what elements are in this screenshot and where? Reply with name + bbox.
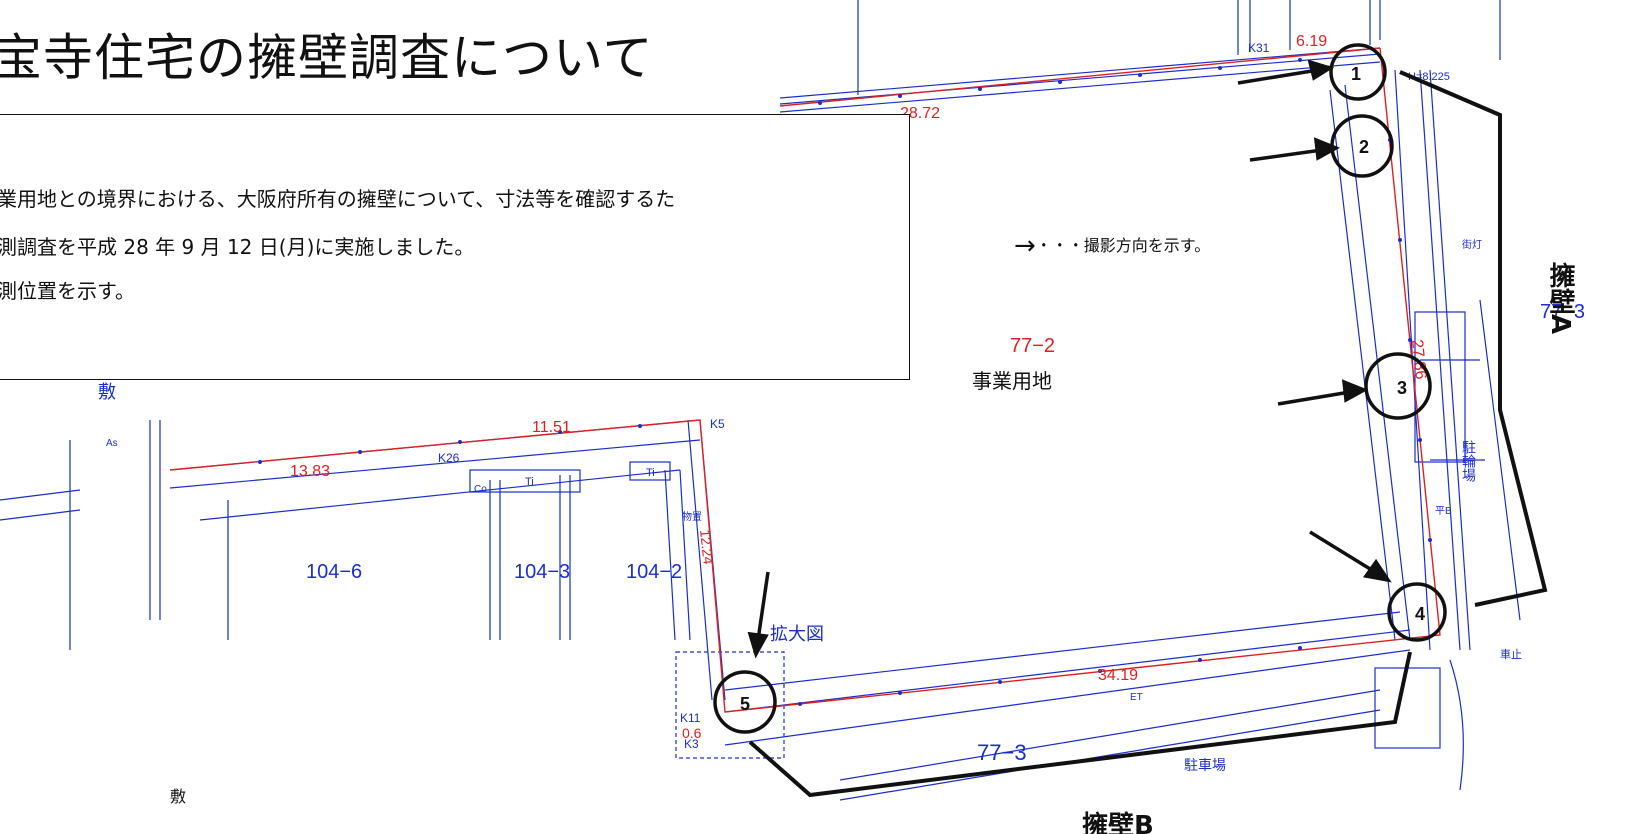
point-k5: K5: [710, 417, 725, 431]
dim-6-19: 6.19: [1296, 33, 1327, 50]
page-title: 宝寺住宅の擁壁調査について: [0, 29, 654, 87]
lot-label-right: 77−3: [1540, 301, 1585, 323]
legend: →・・・撮影方向を示す。: [1014, 231, 1210, 261]
marker-1: [1329, 43, 1387, 101]
info-box: 業用地との境界における、大阪府所有の擁壁について、寸法等を確認するた 測調査を平…: [0, 114, 910, 380]
lot-label-main: 77−2: [1010, 335, 1055, 357]
label-as: As: [106, 438, 118, 449]
legend-arrow-icon: →: [1014, 231, 1036, 261]
label-parking: 駐車場: [1184, 757, 1226, 774]
dim-11-51: 11.51: [532, 419, 571, 436]
label-bicycle-parking: 駐輪場: [1460, 440, 1476, 482]
marker-1-label: 1: [1351, 64, 1361, 84]
marker-4: [1387, 582, 1447, 642]
photo-arrows: [747, 59, 1392, 659]
dim-13-83: 13.83: [290, 463, 330, 480]
marker-5-label: 5: [740, 694, 750, 714]
info-line-3: 測位置を示す。: [0, 279, 135, 303]
arrow-5: [756, 571, 770, 641]
dim-12-24: 12.24: [697, 529, 717, 566]
label-ti-2: Ti: [646, 467, 655, 479]
lot-label-104-3: 104−3: [514, 561, 570, 583]
wall-outlines: [748, 70, 1548, 798]
wall-b-outline: [748, 651, 1412, 798]
arrow-3: [1277, 390, 1351, 406]
legend-text: ・・・撮影方向を示す。: [1035, 236, 1211, 255]
label-enlarged-view: 拡大図: [770, 624, 824, 645]
arrow-1: [1237, 68, 1319, 85]
marker-3: [1364, 352, 1432, 420]
info-line-1: 業用地との境界における、大阪府所有の擁壁について、寸法等を確認するた: [0, 187, 676, 211]
lot-label-bottom: 77−3: [977, 740, 1027, 765]
label-storage: 物置: [682, 510, 702, 523]
label-hirab: 平B: [1435, 506, 1452, 517]
lot-label-104-6: 104−6: [306, 561, 362, 583]
lot-name-main: 事業用地: [972, 369, 1052, 393]
label-yashiki: 敷: [98, 382, 116, 403]
arrow-4: [1309, 530, 1376, 574]
wall-a-label: 擁壁A: [1545, 262, 1575, 334]
wall-b-label: 擁壁B: [1082, 810, 1154, 834]
label-ti-1: Ti: [525, 476, 534, 488]
label-streetlight: 街灯: [1462, 238, 1482, 251]
marker-5: [713, 670, 777, 734]
arrow-2: [1249, 148, 1323, 162]
wall-a-outline: [1399, 70, 1548, 607]
label-yashiki-2: 敷: [170, 787, 186, 806]
point-k31: K31: [1248, 41, 1270, 55]
survey-points: [258, 58, 1432, 706]
label-co-1: Co: [474, 484, 487, 495]
point-k26: K26: [438, 451, 460, 465]
point-k3: K3: [684, 737, 699, 751]
label-et: ET: [1130, 692, 1143, 703]
photo-markers: [713, 43, 1447, 734]
point-k11: K11: [680, 711, 701, 725]
lot-label-104-2: 104−2: [626, 561, 682, 583]
label-car-stop: 車止: [1500, 647, 1522, 661]
dim-0-6: 0.6: [682, 725, 702, 741]
marker-3-label: 3: [1397, 378, 1407, 398]
marker-2: [1330, 114, 1394, 178]
dim-28-72: 28.72: [900, 105, 940, 122]
marker-4-label: 4: [1415, 604, 1425, 624]
marker-2-label: 2: [1359, 137, 1369, 157]
dim-34-19: 34.19: [1098, 667, 1138, 684]
info-line-2: 測調査を平成 28 年 9 月 12 日(月)に実施しました。: [0, 235, 475, 259]
